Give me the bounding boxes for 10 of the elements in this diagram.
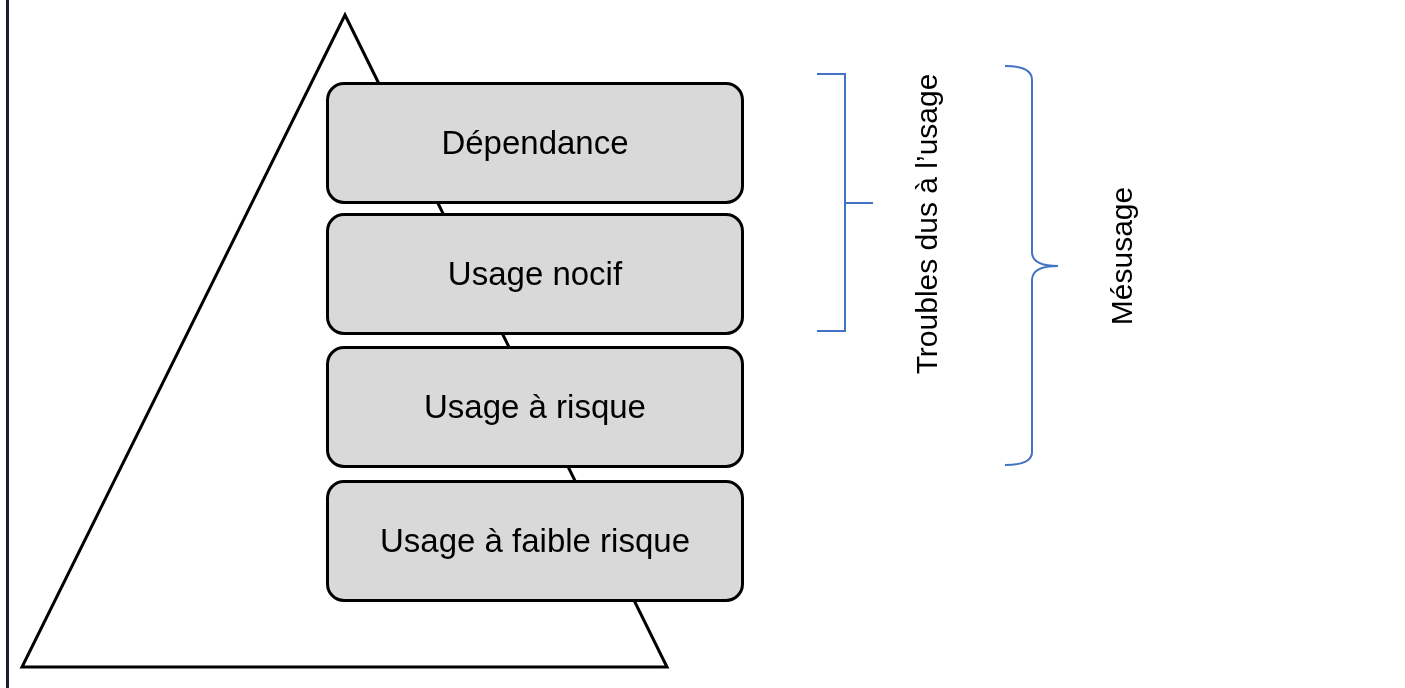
level-box: [326, 346, 744, 468]
bracket-label: Mésusage: [1105, 186, 1139, 326]
level-box: [326, 213, 744, 335]
level-label: Usage à risque: [424, 388, 646, 426]
level-label: Dépendance: [441, 124, 629, 162]
level-box: [326, 480, 744, 602]
level-label: Usage nocif: [447, 255, 623, 293]
level-label: Usage à faible risque: [380, 522, 690, 560]
bracket-label: Troubles dus à l’usage: [910, 73, 944, 375]
level-box: [326, 82, 744, 204]
